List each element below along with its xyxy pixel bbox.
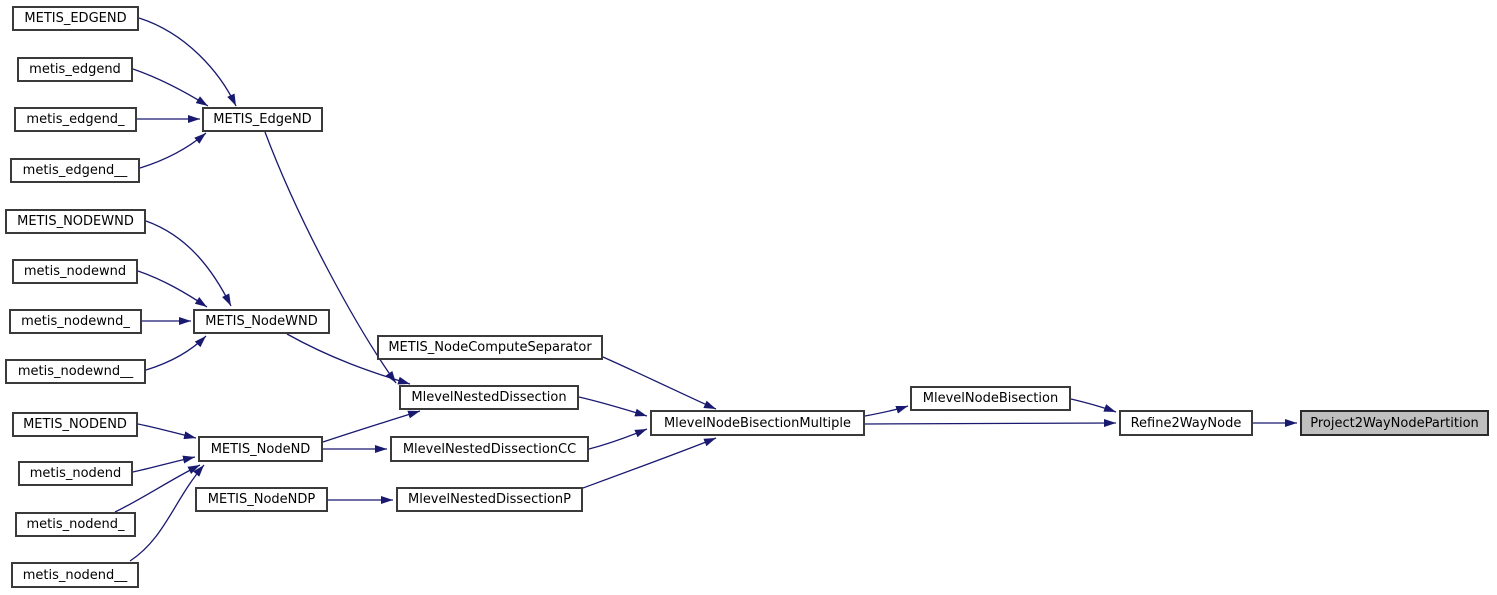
node-metis_edgend_[interactable]: metis_edgend_ [14,107,137,132]
node-METIS_NodeComputeSeparator[interactable]: METIS_NodeComputeSeparator [377,335,603,360]
node-metis_nodewnd_[interactable]: metis_nodewnd_ [9,309,142,334]
edge-METIS_NODEND-to-METIS_NodeND [137,423,197,440]
node-Project2WayNodePartition: Project2WayNodePartition [1300,410,1489,436]
edge-metis_nodend-to-METIS_NodeND [132,455,196,473]
edge-metis_nodewnd-to-METIS_NodeWND [137,270,208,308]
edge-metis_edgend-to-METIS_EdgeND [132,68,209,107]
edge-MlevelNodeBisectionMultiple-to-MlevelNodeBisection [864,405,909,417]
node-METIS_NODEWND[interactable]: METIS_NODEWND [5,209,146,234]
node-metis_nodend__[interactable]: metis_nodend__ [11,562,139,588]
edge-MlevelNestedDissectionCC-to-MlevelNodeBisectionMultiple [588,428,648,450]
node-MlevelNestedDissection[interactable]: MlevelNestedDissection [399,385,579,410]
node-MlevelNodeBisectionMultiple[interactable]: MlevelNodeBisectionMultiple [650,410,865,436]
node-METIS_EdgeND[interactable]: METIS_EdgeND [202,107,323,132]
edge-metis_nodend__-to-METIS_NodeND [129,464,205,562]
edge-metis_nodend_-to-METIS_NodeND [114,464,201,513]
edge-MlevelNestedDissectionP-to-MlevelNodeBisectionMultiple [582,437,717,489]
node-METIS_NodeND[interactable]: METIS_NodeND [198,436,323,462]
node-MlevelNodeBisection[interactable]: MlevelNodeBisection [910,386,1071,411]
node-Refine2WayNode[interactable]: Refine2WayNode [1119,410,1253,436]
edge-METIS_NodeND-to-MlevelNestedDissection [322,410,421,443]
node-metis_nodend_[interactable]: metis_nodend_ [15,512,136,537]
node-METIS_NodeNDP[interactable]: METIS_NodeNDP [195,487,328,512]
node-METIS_EDGEND[interactable]: METIS_EDGEND [12,6,139,31]
edge-MlevelNestedDissection-to-MlevelNodeBisectionMultiple [578,396,648,417]
edge-MlevelNodeBisectionMultiple-to-Refine2WayNode [864,419,1117,428]
edge-MlevelNodeBisection-to-Refine2WayNode [1070,398,1117,413]
edge-METIS_EdgeND-to-MlevelNestedDissection [264,131,397,384]
node-METIS_NodeWND[interactable]: METIS_NodeWND [193,309,330,334]
node-metis_nodewnd__[interactable]: metis_nodewnd__ [5,359,146,384]
edge-METIS_NodeComputeSeparator-to-MlevelNodeBisectionMultiple [602,356,717,410]
edge-METIS_EDGEND-to-METIS_EdgeND [138,17,237,107]
node-metis_edgend__[interactable]: metis_edgend__ [10,158,140,183]
node-metis_edgend[interactable]: metis_edgend [17,57,133,82]
edge-METIS_NODEWND-to-METIS_NodeWND [145,220,232,307]
node-metis_nodend[interactable]: metis_nodend [18,461,133,486]
node-MlevelNestedDissectionCC[interactable]: MlevelNestedDissectionCC [390,436,589,462]
edge-metis_nodewnd__-to-METIS_NodeWND [145,335,207,371]
edge-METIS_NodeWND-to-MlevelNestedDissection [286,333,411,385]
node-metis_nodewnd[interactable]: metis_nodewnd [12,259,138,284]
node-METIS_NODEND[interactable]: METIS_NODEND [12,412,138,437]
node-MlevelNestedDissectionP[interactable]: MlevelNestedDissectionP [396,487,583,512]
edge-metis_edgend__-to-METIS_EdgeND [139,132,207,169]
